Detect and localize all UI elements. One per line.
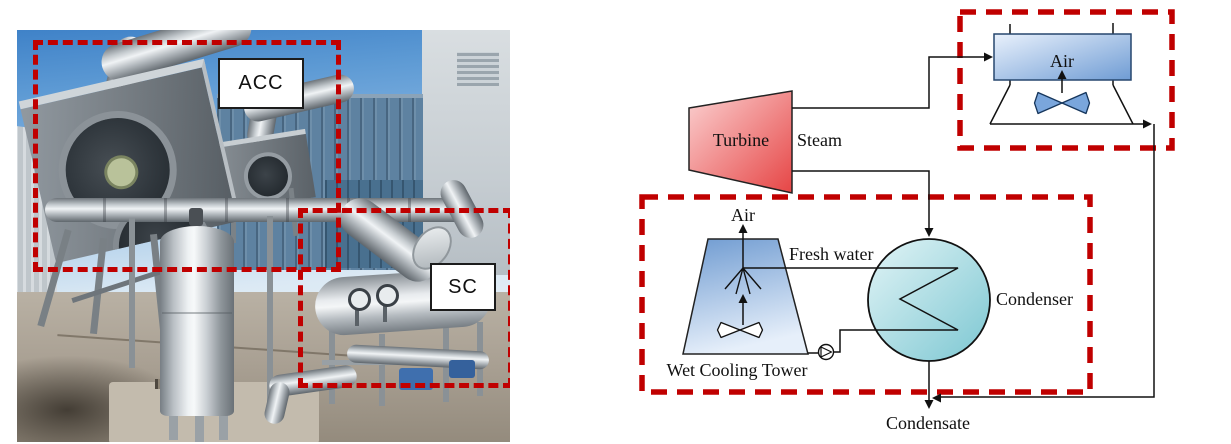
pump-block	[449, 360, 475, 378]
condensate-label: Condensate	[886, 413, 970, 433]
wct-system-boundary	[639, 194, 1093, 395]
pipe-support-post	[129, 218, 135, 368]
sc-frame-post	[379, 334, 385, 406]
tank-leg	[195, 414, 204, 442]
steam-label: Steam	[797, 130, 842, 150]
turbine-label: Turbine	[713, 130, 769, 150]
tower-air-label: Air	[731, 205, 755, 225]
condenser-label: Condenser	[996, 289, 1073, 309]
arrowhead-acc-outlet	[1143, 119, 1152, 129]
tower-fan-icon	[716, 321, 741, 339]
vent-grille	[457, 52, 499, 86]
gauge-stem	[355, 302, 359, 326]
fresh-water-circuit-line	[743, 267, 959, 353]
acc-photo-label: ACC	[218, 58, 304, 109]
tank-valve	[189, 208, 203, 226]
acc-fan-icon	[1061, 91, 1091, 115]
plant-photo: ACC SC	[17, 30, 510, 442]
acc-left-skirt	[989, 84, 1011, 125]
fresh-water-label: Fresh water	[789, 244, 873, 264]
acc-fan-icon	[1033, 91, 1063, 115]
steam-line-to-condenser	[792, 170, 930, 229]
acc-airflow-arrowhead	[1057, 70, 1067, 79]
tower-fan-icon	[739, 321, 764, 339]
tank-leg	[219, 410, 228, 440]
pressure-gauge	[348, 288, 371, 311]
acc-system-boundary	[957, 9, 1175, 151]
tower-inner-arrowhead	[738, 294, 748, 303]
gauge-stem	[383, 298, 387, 322]
condensate-arrowhead	[924, 400, 934, 409]
spray-nozzle-lines	[724, 267, 762, 295]
sc-photo-region-box	[298, 208, 510, 388]
acc-photo-region-box	[33, 40, 341, 272]
acc-return-line	[941, 124, 1155, 398]
acc-right-skirt	[1112, 84, 1134, 125]
acc-air-label: Air	[1050, 51, 1074, 71]
tank-body	[160, 226, 234, 416]
tank-leg	[169, 410, 178, 440]
pump-triangle	[820, 346, 833, 358]
sc-photo-label: SC	[430, 263, 496, 311]
arrowhead-return-junction	[932, 393, 941, 403]
turbine-shape	[688, 90, 793, 194]
arrowhead-into-condenser	[924, 228, 934, 237]
acc-bundle	[993, 33, 1132, 81]
condenser-shape	[867, 238, 991, 362]
tower-air-arrowhead	[738, 224, 748, 233]
tank-seam	[162, 312, 232, 314]
pump-icon	[817, 343, 835, 361]
arrowhead-into-acc	[984, 52, 993, 62]
wet-cooling-tower-label: Wet Cooling Tower	[667, 360, 808, 380]
cooling-tower-shape	[682, 238, 809, 355]
pipe-support-post	[267, 216, 273, 406]
steam-line-to-acc	[792, 56, 985, 109]
pressure-gauge	[376, 284, 399, 307]
sc-frame-post	[329, 328, 335, 404]
